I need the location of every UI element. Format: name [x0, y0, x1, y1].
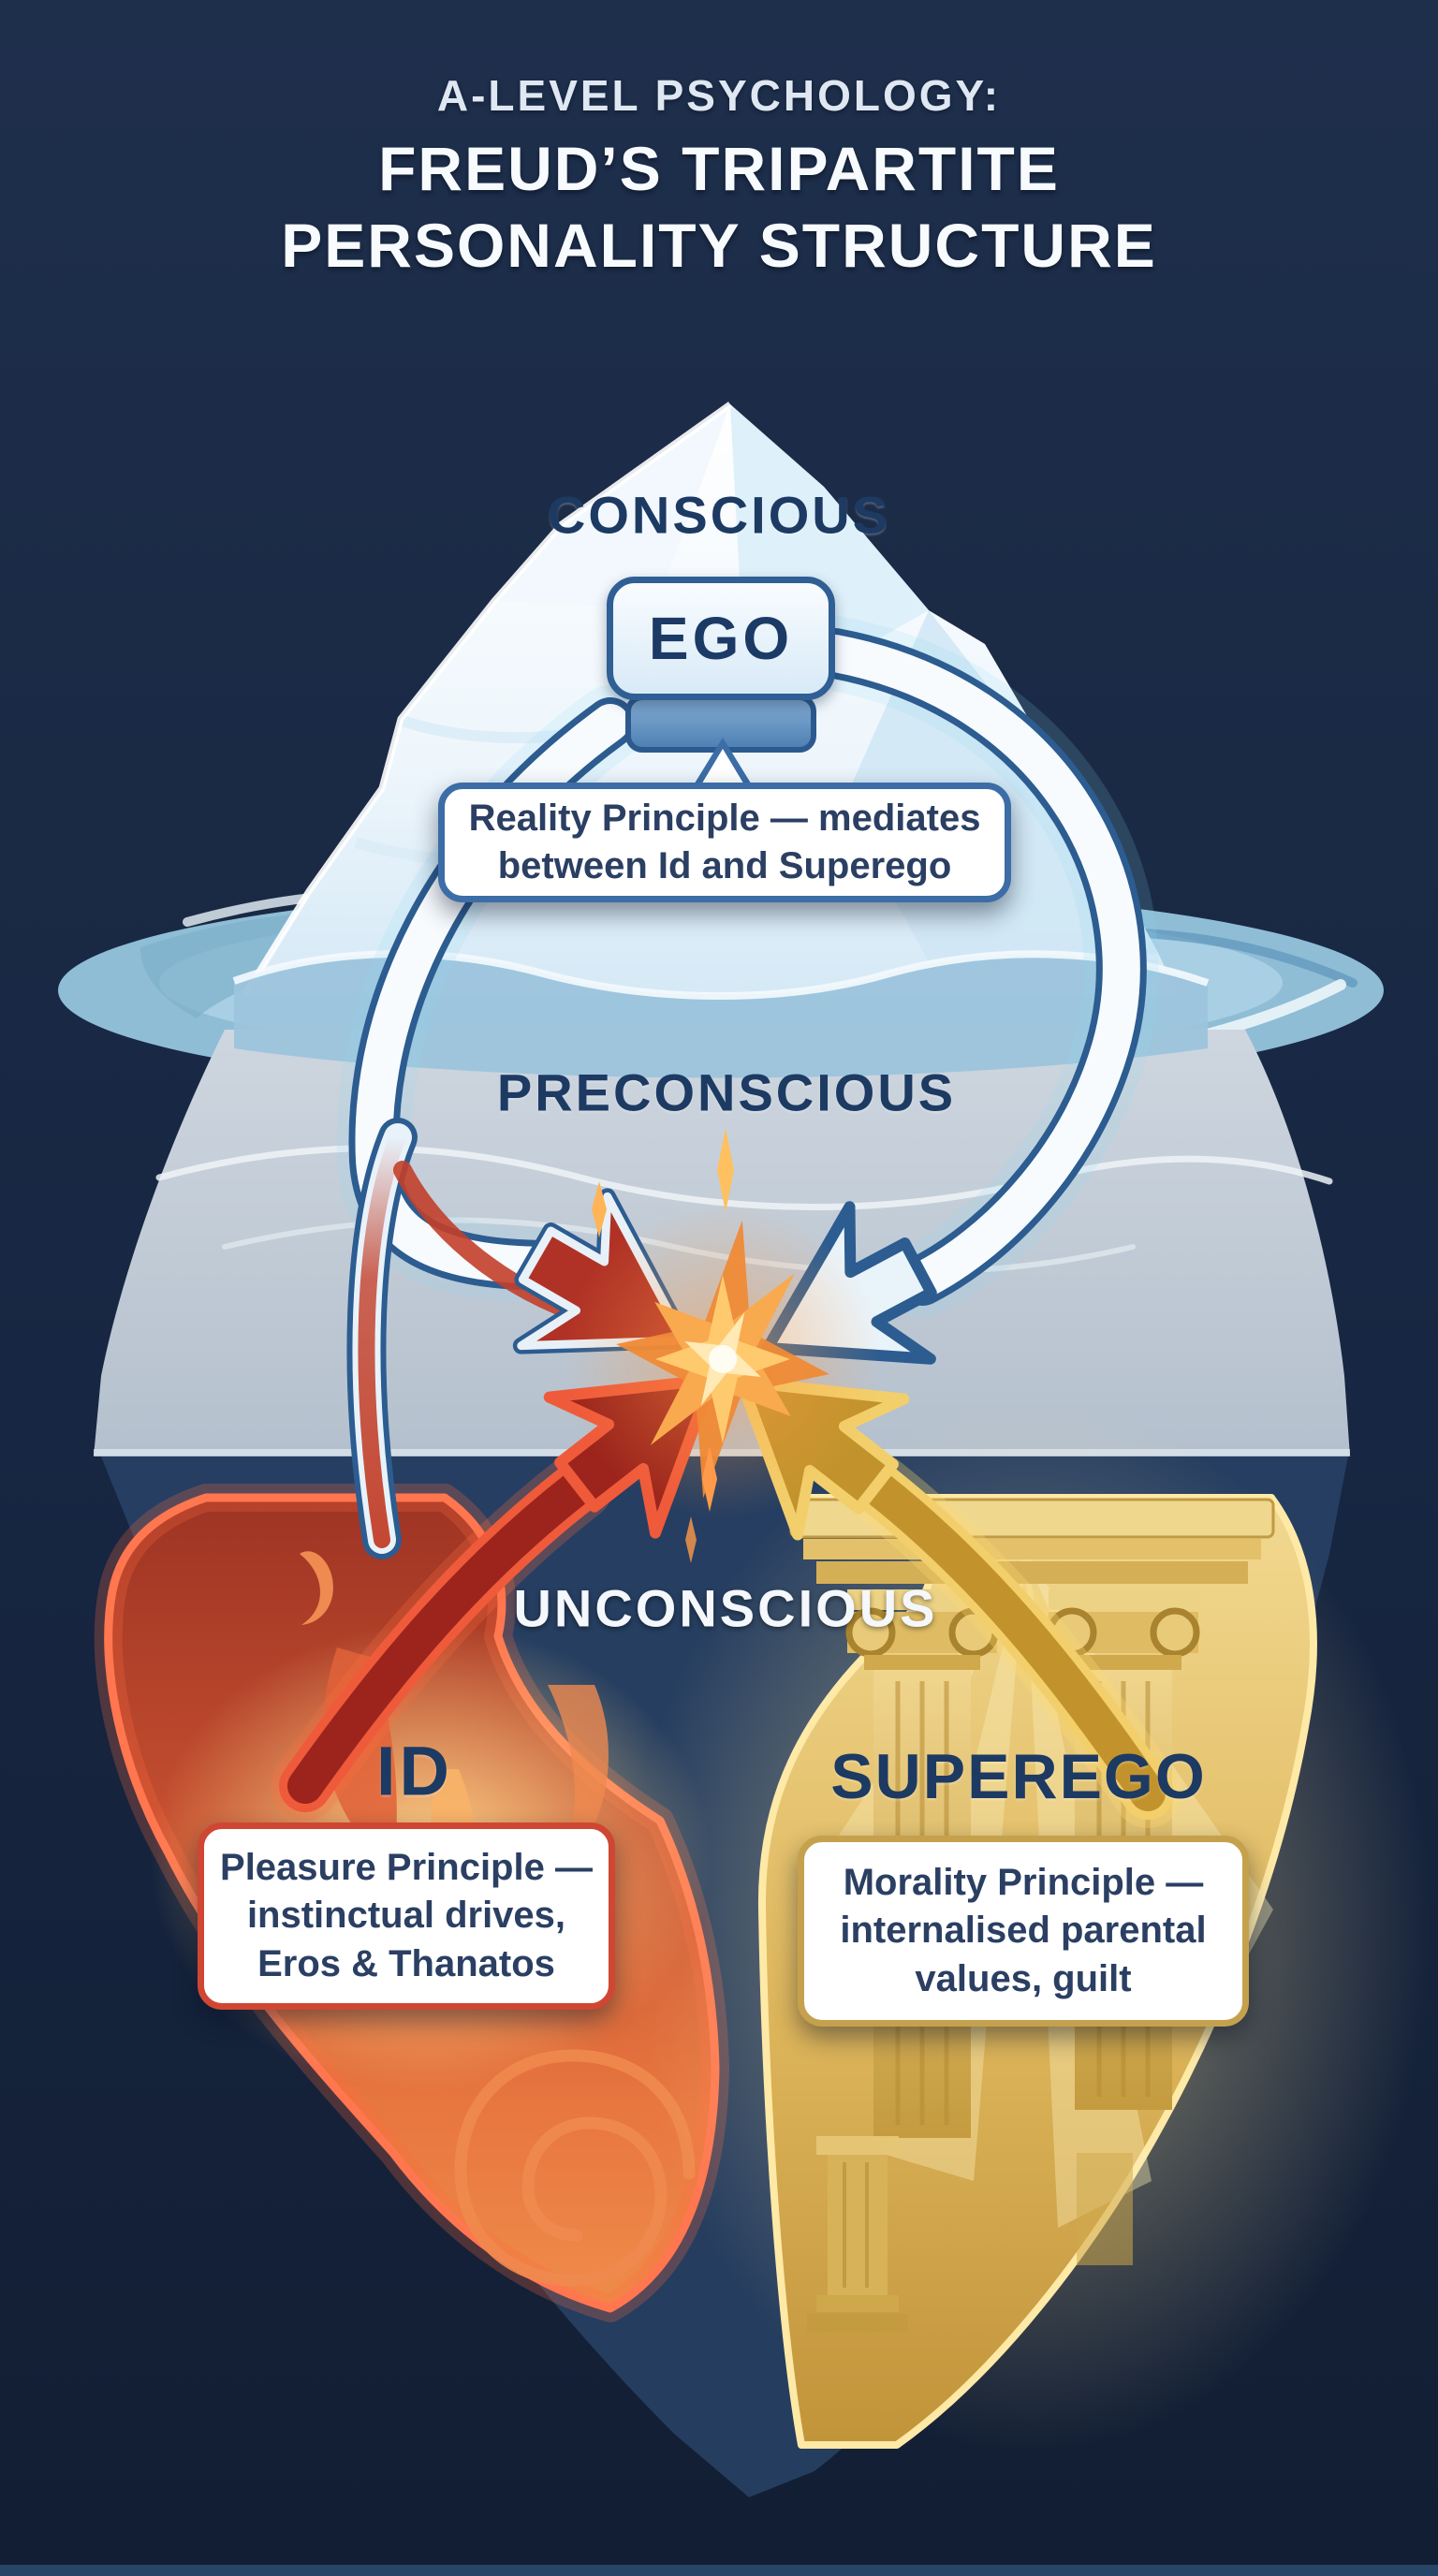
- superego-arrow: [844, 1454, 1182, 1828]
- superego-label: SUPEREGO: [830, 1741, 1207, 1812]
- ego-callout-line: between Id and Superego: [497, 845, 952, 886]
- conflict-burst: [564, 1128, 882, 1563]
- id-callout-line: instinctual drives,: [246, 1895, 566, 1937]
- ego-callout: Reality Principle — mediates between Id …: [438, 783, 1011, 902]
- id-energy-stream: [346, 1118, 609, 1559]
- ego-right-arrow: [798, 616, 1159, 1318]
- waterline-band: [232, 950, 1210, 1078]
- id-callout-line: Eros & Thanatos: [257, 1942, 555, 1984]
- superego-callout: Morality Principle — internalised parent…: [798, 1836, 1249, 2027]
- title-line-3: PERSONALITY STRUCTURE: [281, 211, 1157, 280]
- ego-callout-pointer: [700, 749, 745, 786]
- unconscious-label: UNCONSCIOUS: [513, 1578, 938, 1638]
- superego-callout-line: values, guilt: [915, 1957, 1132, 1999]
- id-callout: Pleasure Principle — instinctual drives,…: [198, 1822, 615, 2010]
- bottom-edge-strip: [0, 2565, 1438, 2576]
- flame-curl: [300, 1551, 333, 1625]
- superego-callout-line: internalised parental: [840, 1910, 1207, 1952]
- title-kicker: A-LEVEL PSYCHOLOGY:: [436, 71, 1002, 120]
- sparks: [592, 1128, 734, 1563]
- ego-box: EGO: [607, 577, 835, 700]
- id-arrow: [271, 1452, 613, 1821]
- small-temple-column: [1077, 2153, 1133, 2265]
- superego-callout-line: Morality Principle —: [843, 1862, 1204, 1904]
- ego-callout-line: Reality Principle — mediates: [468, 797, 981, 839]
- id-callout-line: Pleasure Principle —: [220, 1847, 593, 1889]
- title-line-2: FREUD’S TRIPARTITE: [378, 134, 1060, 203]
- small-temple-column: [807, 2136, 908, 2333]
- id-spiral: [454, 2049, 696, 2287]
- conscious-label: CONSCIOUS: [547, 485, 891, 545]
- flame-tongue: [548, 1685, 609, 1881]
- ego-label: EGO: [648, 605, 794, 672]
- preconscious-label: PRECONSCIOUS: [496, 1062, 957, 1122]
- id-label: ID: [376, 1732, 453, 1810]
